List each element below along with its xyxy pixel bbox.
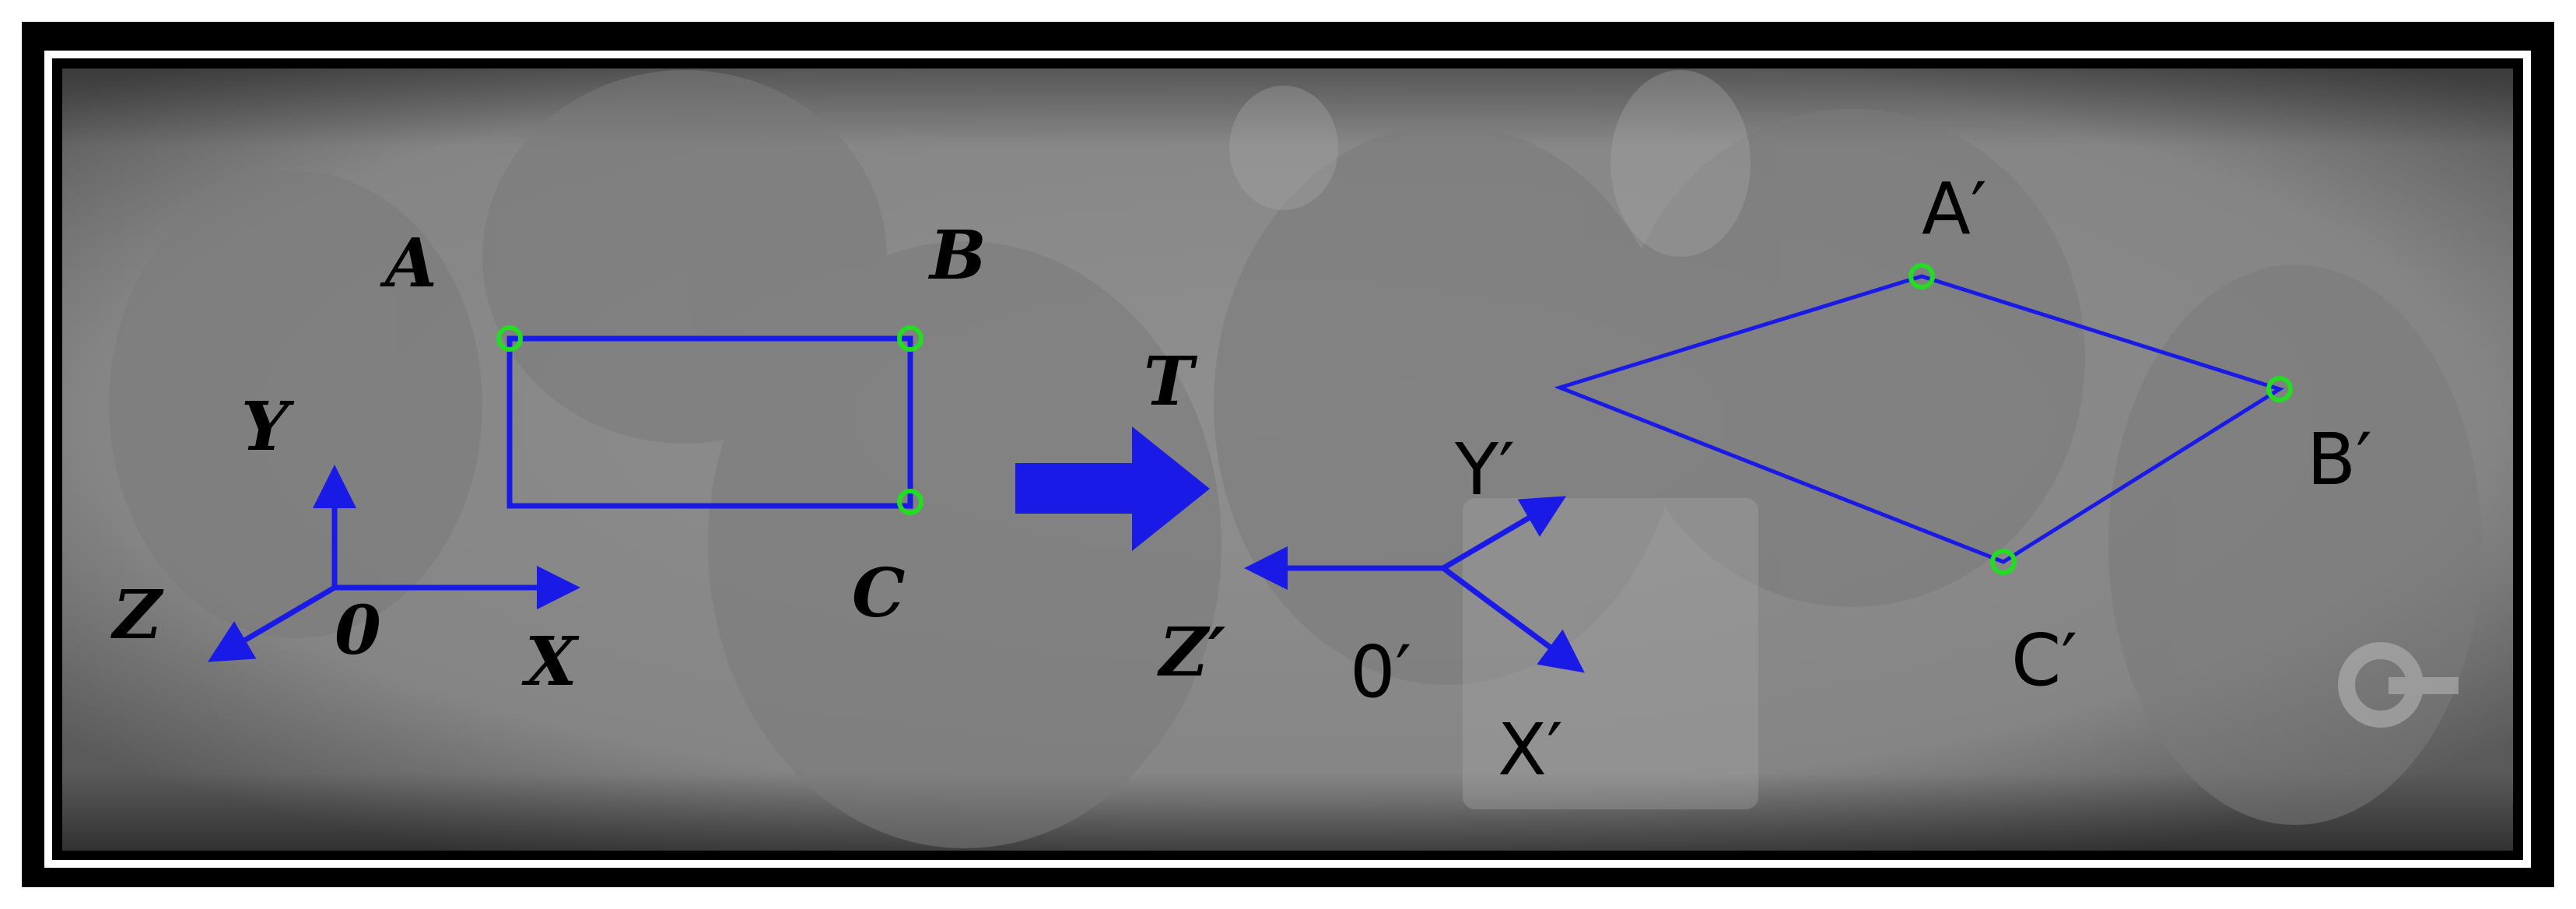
right-axes <box>1244 496 1585 673</box>
left-x-label: X <box>521 623 580 701</box>
right-y-axis <box>1442 496 1567 571</box>
right-origin-label: 0′ <box>1350 630 1411 714</box>
left-rectangle <box>506 335 913 509</box>
crowd-highlights <box>1229 70 1758 809</box>
left-axes <box>207 465 580 662</box>
left-z-label: Z <box>110 576 164 655</box>
crowd-silhouettes <box>109 70 2482 848</box>
vertex-c-prime <box>1990 549 2017 575</box>
logo-mark <box>2338 642 2459 728</box>
left-z-axis <box>207 584 336 662</box>
right-x-axis <box>1441 566 1585 673</box>
vertex-c <box>897 489 924 515</box>
point-b-label: B <box>927 216 987 295</box>
right-z-label: Z′ <box>1157 613 1226 692</box>
transform-label: T <box>1144 342 1198 421</box>
point-c-prime-label: C′ <box>2011 619 2077 702</box>
white-inner-line <box>44 51 2531 868</box>
vertex-b <box>897 325 924 352</box>
left-y-label: Y <box>241 388 295 466</box>
transform-arrow <box>1015 426 1210 551</box>
point-c-label: C <box>852 554 905 633</box>
point-b-prime-label: B′ <box>2307 418 2372 501</box>
right-y-label: Y′ <box>1454 428 1515 511</box>
left-origin-label: 0 <box>335 591 381 670</box>
vertex-b-prime <box>2266 376 2293 402</box>
point-a-prime-label: A′ <box>1922 167 1987 251</box>
right-transformed-shape <box>1554 274 2284 564</box>
point-a-label: A <box>380 224 437 303</box>
vertex-a-prime <box>1908 263 1935 290</box>
right-x-label: X′ <box>1498 708 1563 791</box>
vertex-a <box>496 325 523 352</box>
